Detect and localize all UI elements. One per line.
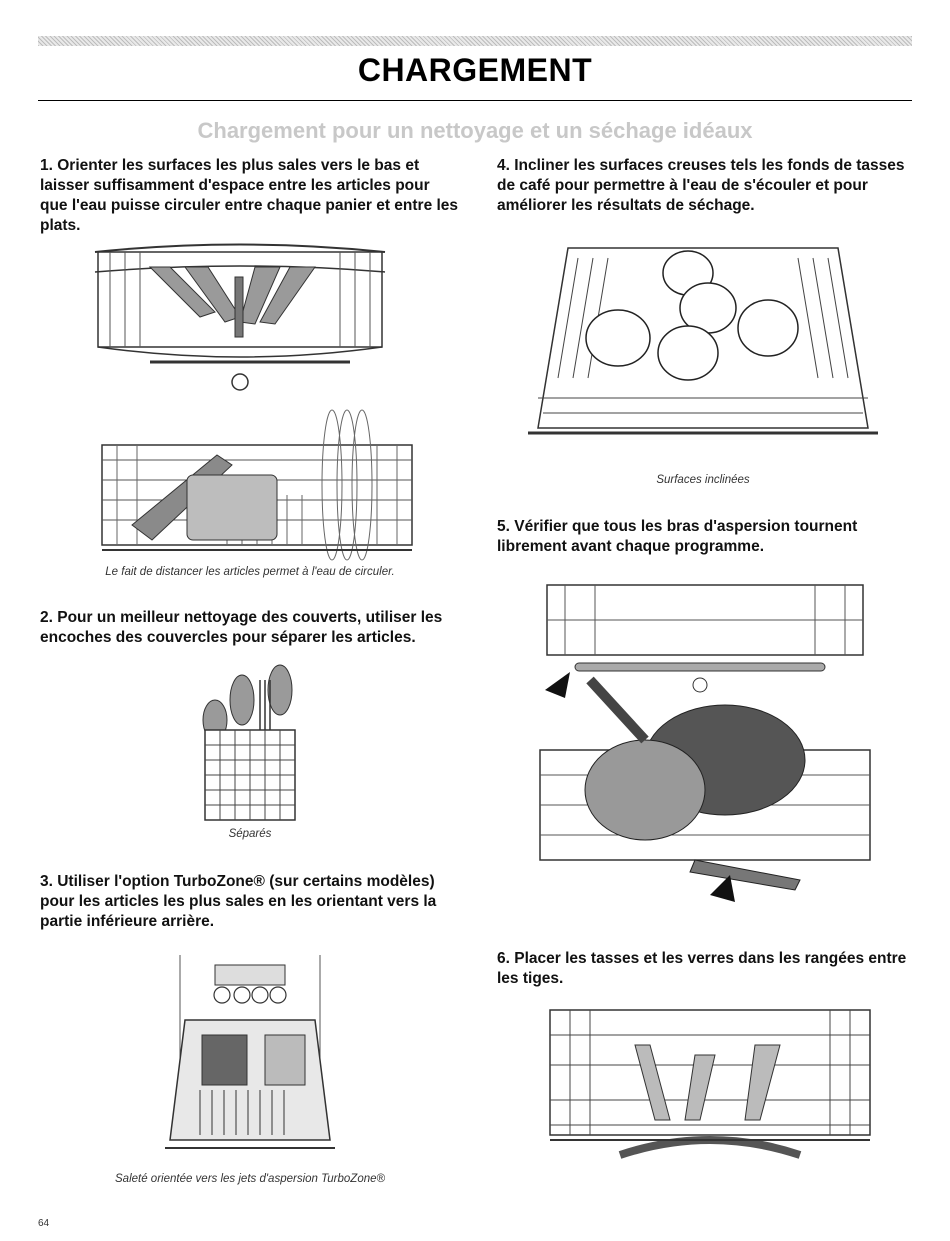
cups-glasses-rack-illustration (545, 1005, 875, 1180)
upper-rack-illustration (90, 232, 390, 397)
title-rule (38, 100, 912, 101)
step-1: 1. Orienter les surfaces les plus sales … (40, 157, 459, 234)
caption-inclined: Surfaces inclinées (656, 474, 750, 486)
step-3: 3. Utiliser l'option TurboZone® (sur cer… (40, 873, 437, 930)
lower-rack-illustration (92, 405, 422, 563)
turbozone-illustration (160, 950, 340, 1155)
spray-arm-rack-illustration (535, 580, 875, 910)
step-2: 2. Pour un meilleur nettoyage des couver… (40, 609, 443, 646)
step-4: 4. Incliner les surfaces creuses tels le… (497, 157, 905, 214)
page-title: CHARGEMENT (357, 52, 593, 88)
arrow-icon (710, 875, 735, 902)
caption-turbozone: Saleté orientée vers les jets d'aspersio… (115, 1173, 385, 1185)
arrow-icon (545, 672, 570, 698)
caption-separated: Séparés (228, 828, 272, 840)
header-band (38, 36, 912, 46)
caption-spacing: Le fait de distancer les articles permet… (105, 566, 395, 578)
page-number: 64 (38, 1218, 50, 1229)
mugs-rack-illustration (518, 228, 888, 453)
cutlery-basket-illustration (190, 660, 310, 825)
step-6: 6. Placer les tasses et les verres dans … (497, 950, 907, 987)
step-5: 5. Vérifier que tous les bras d'aspersio… (497, 518, 858, 555)
section-subtitle: Chargement pour un nettoyage et un sécha… (197, 118, 753, 143)
